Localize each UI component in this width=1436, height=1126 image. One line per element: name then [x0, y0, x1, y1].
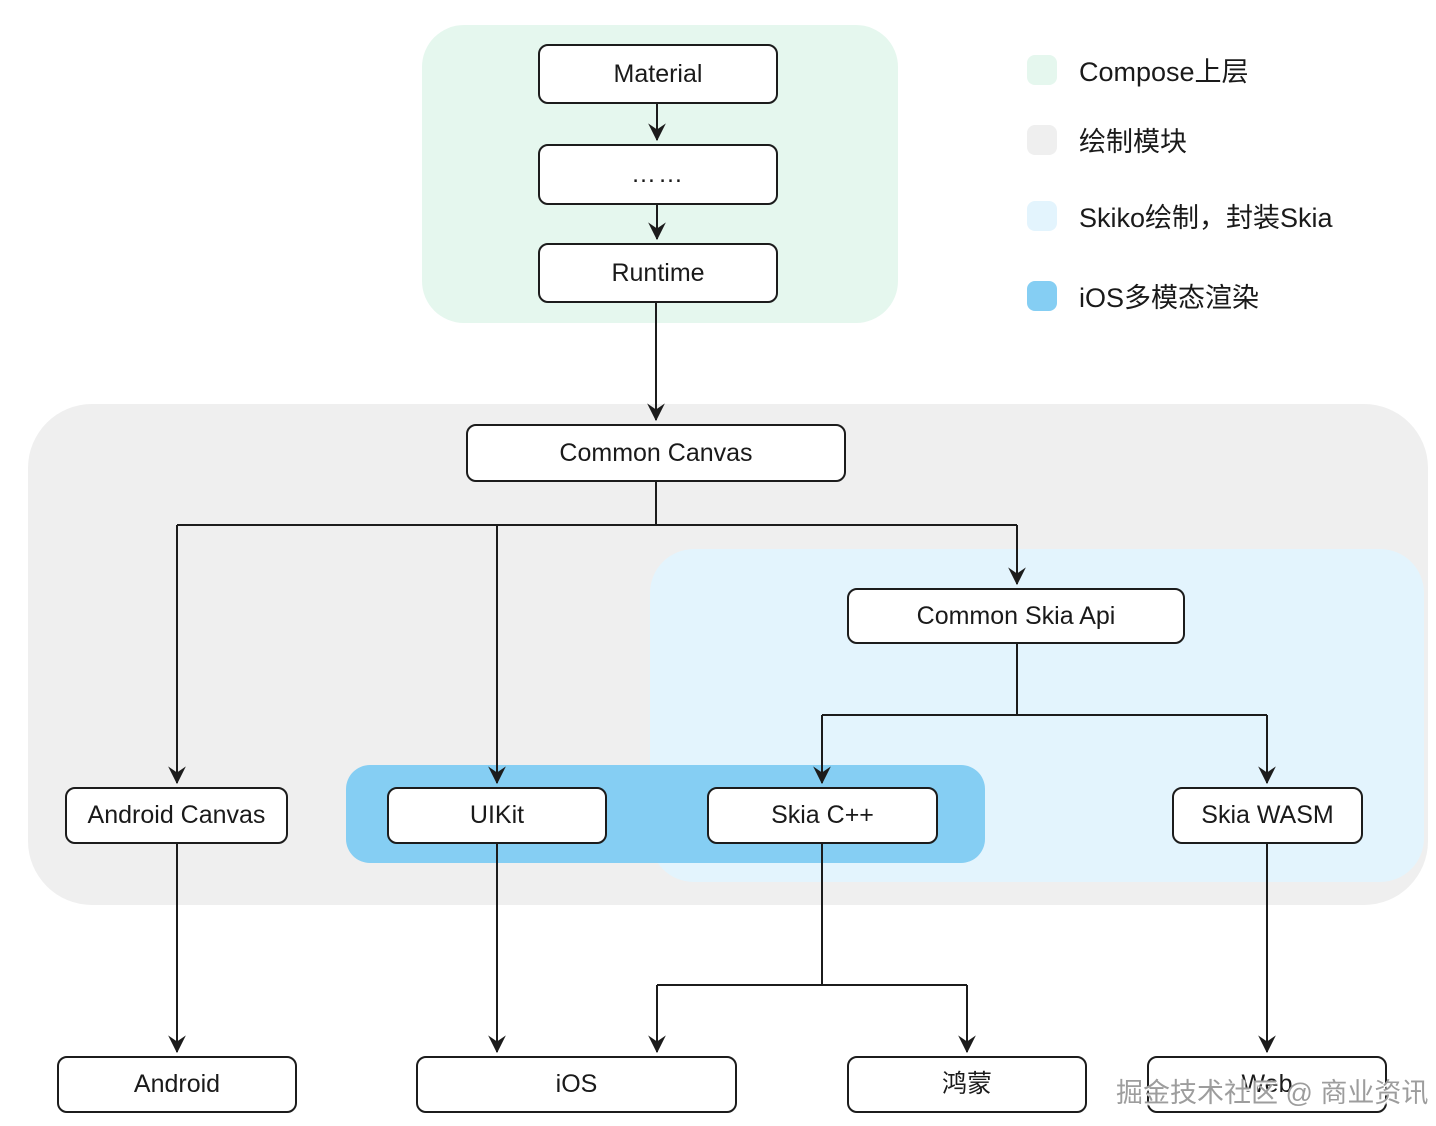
node-skia-cpp: Skia C++	[707, 787, 938, 844]
legend-item-drawing-module: 绘制模块	[1027, 120, 1187, 159]
legend-swatch-gray	[1027, 124, 1057, 155]
legend-label: 绘制模块	[1079, 127, 1187, 157]
node-ellipsis: ……	[538, 144, 778, 205]
node-skia-wasm: Skia WASM	[1172, 787, 1363, 844]
node-android-canvas: Android Canvas	[65, 787, 288, 844]
legend-swatch-lightblue	[1027, 200, 1057, 231]
legend-item-ios-multimode: iOS多模态渲染	[1027, 276, 1259, 315]
node-common-canvas: Common Canvas	[466, 424, 846, 482]
node-ios: iOS	[416, 1056, 737, 1113]
node-common-skia-api: Common Skia Api	[847, 588, 1185, 644]
node-android: Android	[57, 1056, 297, 1113]
node-runtime: Runtime	[538, 243, 778, 303]
node-harmony: 鸿蒙	[847, 1056, 1087, 1113]
watermark: 掘金技术社区 @ 商业资讯	[1116, 1078, 1429, 1108]
node-material: Material	[538, 44, 778, 104]
legend-label: Skiko绘制，封装Skia	[1079, 203, 1333, 233]
legend-item-skiko: Skiko绘制，封装Skia	[1027, 196, 1333, 235]
node-uikit: UIKit	[387, 787, 607, 844]
legend-item-compose-upper: Compose上层	[1027, 50, 1249, 89]
legend-label: iOS多模态渲染	[1079, 283, 1260, 313]
legend-label: Compose上层	[1079, 57, 1249, 87]
legend-swatch-blue	[1027, 280, 1057, 311]
legend-swatch-green	[1027, 54, 1057, 85]
node-web: Web	[1147, 1056, 1387, 1113]
